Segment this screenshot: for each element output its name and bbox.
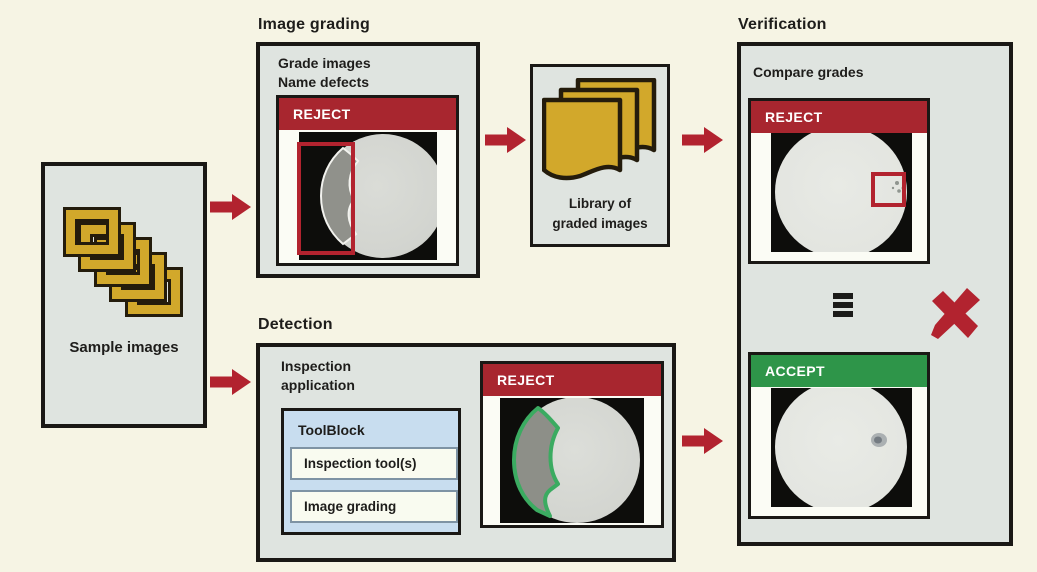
library-caption-line2: graded images — [552, 216, 648, 231]
inspection-tools-label: Inspection tool(s) — [304, 456, 417, 471]
arrow-right-icon — [682, 127, 723, 153]
equivalence-icon — [833, 293, 853, 317]
inspection-image — [279, 130, 456, 263]
grade-images-label: Grade images — [278, 55, 371, 71]
disk-image — [771, 388, 912, 507]
arrow-right-icon — [210, 369, 251, 395]
graded-images-stack-icon — [542, 78, 657, 181]
frame-icon — [66, 210, 118, 254]
image-grading-item: Image grading — [290, 490, 458, 523]
verification-reject-image: REJECT — [748, 98, 930, 264]
compare-grades-label: Compare grades — [753, 64, 864, 80]
verification-accept-image: ACCEPT — [748, 352, 930, 519]
defect-region-outlined — [512, 406, 560, 518]
image-grading-panel: Grade images Name defects REJECT — [256, 42, 480, 278]
inspection-application-line2: application — [281, 377, 355, 393]
mismatch-cross-icon — [931, 288, 980, 339]
detection-section-title: Detection — [258, 316, 333, 333]
inspection-image — [751, 133, 927, 261]
detected-reject-image: REJECT — [480, 361, 664, 528]
detection-panel: Inspection application ToolBlock Inspect… — [256, 343, 676, 562]
disk-image — [771, 133, 912, 252]
disk-image — [500, 398, 644, 523]
library-panel: Library of graded images — [530, 64, 670, 247]
verification-section-title: Verification — [738, 16, 827, 33]
arrow-right-icon — [210, 194, 251, 220]
graded-reject-image: REJECT — [276, 95, 459, 266]
library-caption-line1: Library of — [568, 196, 632, 211]
defect-bounding-box — [871, 172, 906, 207]
inspection-image — [483, 396, 661, 525]
toolblock-title: ToolBlock — [298, 422, 365, 438]
small-defect-smudge — [871, 433, 887, 447]
arrow-right-icon — [682, 428, 723, 454]
disk-image — [299, 132, 437, 260]
name-defects-label: Name defects — [278, 74, 370, 90]
inspection-tools-item: Inspection tool(s) — [290, 447, 458, 480]
sample-images-panel: Sample images — [41, 162, 207, 428]
sample-images-label: Sample images — [69, 339, 179, 356]
image-grading-item-label: Image grading — [304, 499, 397, 514]
verification-panel: Compare grades REJECT — [737, 42, 1013, 546]
reject-badge: REJECT — [483, 364, 661, 396]
reject-badge: REJECT — [751, 101, 927, 133]
arrow-right-icon — [485, 127, 526, 153]
inspection-image — [751, 387, 927, 516]
accept-badge: ACCEPT — [751, 355, 927, 387]
defect-bounding-box — [297, 142, 355, 255]
inspection-application-line1: Inspection — [281, 358, 352, 374]
toolblock: ToolBlock Inspection tool(s) Image gradi… — [281, 408, 461, 535]
defect-region — [319, 146, 360, 246]
image-grading-section-title: Image grading — [258, 16, 370, 33]
reject-badge: REJECT — [279, 98, 456, 130]
